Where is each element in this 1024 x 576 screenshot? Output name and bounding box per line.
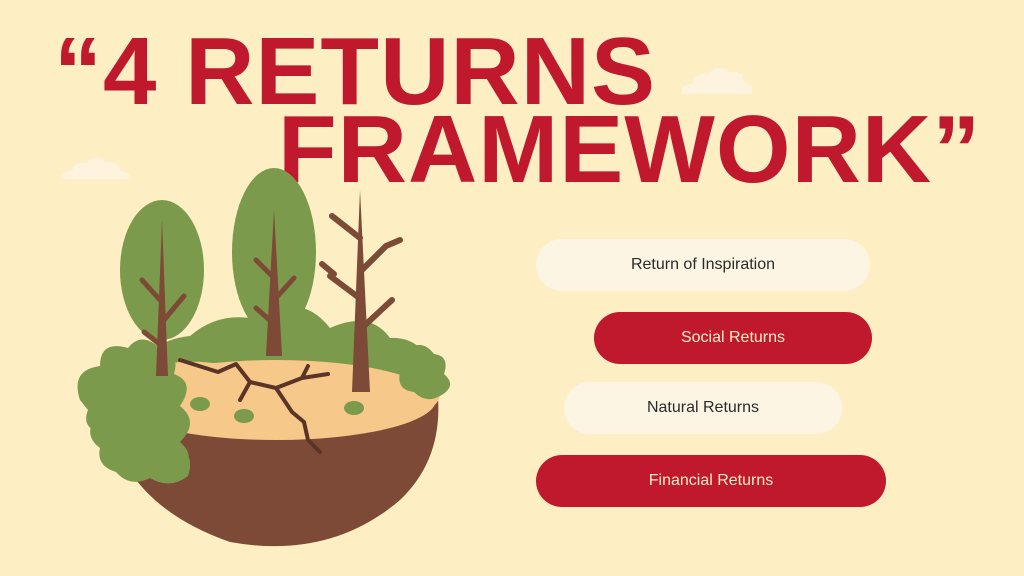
ground-crack-icon: [178, 358, 330, 454]
slide-title-line-2: FRAMEWORK”: [278, 96, 982, 203]
social-returns-pill: Social Returns: [594, 312, 872, 364]
social-returns-label: Social Returns: [680, 329, 786, 346]
natural-returns-pill: Natural Returns: [564, 382, 842, 434]
financial-returns-label: Financial Returns: [648, 472, 774, 489]
cloud-icon: [681, 67, 753, 94]
tree-icon: [232, 168, 316, 356]
financial-returns-pill: Financial Returns: [536, 455, 886, 507]
cloud-icon: [61, 157, 130, 179]
return-of-inspiration-pill: Return of Inspiration: [536, 239, 870, 291]
natural-returns-label: Natural Returns: [646, 399, 760, 416]
dead-tree-icon: [319, 190, 403, 392]
tree-icon: [120, 200, 204, 376]
floating-island-illustration: [77, 168, 451, 547]
slide-title-line-1: “4 RETURNS: [54, 18, 657, 125]
bush-right: [397, 344, 451, 400]
return-of-inspiration-label: Return of Inspiration: [630, 256, 776, 273]
